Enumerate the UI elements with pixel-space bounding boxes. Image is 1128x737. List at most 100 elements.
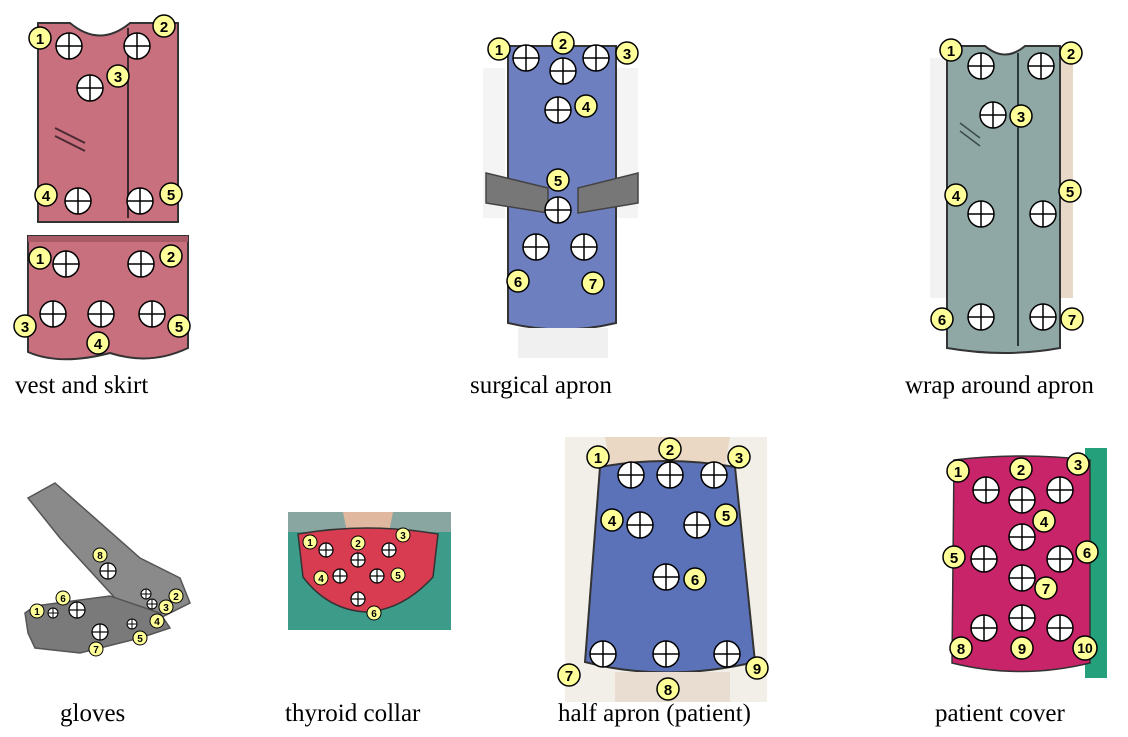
crosshair-icon — [1028, 53, 1054, 79]
crosshair-icon — [333, 569, 347, 583]
number-badge: 5 — [547, 169, 569, 191]
svg-text:4: 4 — [42, 188, 51, 205]
number-badge: 6 — [931, 308, 953, 330]
vest-and-skirt-caption: vest and skirt — [15, 372, 148, 400]
number-badge: 4 — [575, 95, 597, 117]
crosshair-icon — [583, 45, 609, 71]
number-badge: 4 — [945, 184, 967, 206]
number-badge: 2 — [351, 536, 365, 550]
number-badge: 8 — [950, 637, 972, 659]
svg-text:3: 3 — [163, 603, 169, 614]
svg-text:5: 5 — [137, 634, 143, 645]
number-badge: 5 — [1059, 180, 1081, 202]
svg-text:6: 6 — [1083, 545, 1091, 562]
gloves-caption: gloves — [60, 700, 125, 728]
number-badge: 6 — [507, 270, 529, 292]
crosshair-icon — [1009, 524, 1035, 550]
svg-text:2: 2 — [173, 592, 179, 603]
crosshair-icon — [147, 599, 157, 609]
svg-text:3: 3 — [400, 531, 406, 542]
number-badge: 3 — [728, 446, 750, 468]
crosshair-icon — [88, 301, 114, 327]
svg-text:6: 6 — [938, 312, 946, 329]
crosshair-icon — [124, 33, 150, 59]
number-badge: 1 — [29, 247, 51, 269]
number-badge: 7 — [558, 664, 580, 686]
svg-text:4: 4 — [608, 513, 617, 530]
number-badge: 3 — [1010, 105, 1032, 127]
crosshair-icon — [370, 569, 384, 583]
svg-text:1: 1 — [34, 607, 40, 618]
crosshair-icon — [128, 251, 154, 277]
crosshair-icon — [351, 553, 365, 567]
crosshair-icon — [139, 301, 165, 327]
crosshair-icon — [1047, 546, 1073, 572]
svg-text:3: 3 — [623, 46, 631, 63]
crosshair-icon — [590, 641, 616, 667]
number-badge: 4 — [150, 614, 164, 628]
number-badge: 10 — [1073, 636, 1097, 660]
thyroid-collar-caption: thyroid collar — [285, 700, 420, 728]
number-badge: 2 — [552, 32, 574, 54]
surgical-apron-caption: surgical apron — [470, 372, 612, 400]
number-badge: 4 — [35, 184, 57, 206]
crosshair-icon — [971, 546, 997, 572]
crosshair-icon — [141, 589, 151, 599]
svg-text:9: 9 — [753, 661, 761, 678]
svg-text:9: 9 — [1018, 641, 1026, 658]
number-badge: 4 — [601, 509, 623, 531]
crosshair-icon — [523, 234, 549, 260]
number-badge: 7 — [1061, 308, 1083, 330]
crosshair-icon — [69, 602, 85, 618]
number-badge: 4 — [1033, 510, 1055, 532]
number-badge: 6 — [56, 591, 70, 605]
svg-text:4: 4 — [1040, 514, 1049, 531]
vest-and-skirt-figure: 1 2 3 4 5 1 2 3 4 5 — [10, 8, 195, 368]
surgical-apron-illustration: 1 2 3 4 5 6 7 — [478, 28, 648, 358]
svg-text:1: 1 — [947, 43, 955, 60]
number-badge: 7 — [582, 272, 604, 294]
crosshair-icon — [127, 619, 137, 629]
svg-text:5: 5 — [950, 550, 958, 567]
number-badge: 1 — [303, 535, 317, 549]
number-badge: 1 — [940, 39, 962, 61]
crosshair-icon — [56, 33, 82, 59]
svg-text:7: 7 — [1042, 581, 1050, 598]
number-badge: 3 — [14, 315, 36, 337]
svg-text:5: 5 — [175, 319, 183, 336]
number-badge: 2 — [659, 438, 681, 460]
number-badge: 2 — [160, 245, 182, 267]
number-badge: 3 — [107, 65, 129, 87]
svg-text:8: 8 — [97, 551, 103, 562]
gloves-figure: 1 2 3 4 5 6 7 8 — [20, 478, 210, 658]
svg-text:1: 1 — [36, 31, 44, 48]
crosshair-icon — [627, 512, 653, 538]
svg-text:6: 6 — [60, 594, 66, 605]
svg-text:5: 5 — [722, 508, 730, 525]
svg-text:5: 5 — [554, 173, 562, 190]
number-badge: 1 — [29, 27, 51, 49]
number-badge: 8 — [93, 548, 107, 562]
number-badge: 4 — [87, 332, 109, 354]
vest-and-skirt-illustration: 1 2 3 4 5 1 2 3 4 5 — [10, 8, 195, 368]
gloves-illustration: 1 2 3 4 5 6 7 8 — [20, 478, 210, 658]
svg-text:2: 2 — [160, 19, 168, 36]
number-badge: 6 — [1076, 541, 1098, 563]
svg-text:4: 4 — [318, 574, 324, 585]
crosshair-icon — [53, 251, 79, 277]
svg-text:2: 2 — [1067, 46, 1075, 63]
crosshair-icon — [1030, 201, 1056, 227]
number-badge: 5 — [160, 183, 182, 205]
number-badge: 6 — [684, 568, 706, 590]
svg-text:3: 3 — [1017, 109, 1025, 126]
thyroid-collar-figure: 1 2 3 4 5 6 — [288, 512, 451, 630]
crosshair-icon — [1047, 477, 1073, 503]
svg-text:6: 6 — [691, 572, 699, 589]
crosshair-icon — [1009, 487, 1035, 513]
svg-text:1: 1 — [495, 42, 503, 59]
patient-cover-caption: patient cover — [935, 700, 1065, 728]
svg-text:4: 4 — [94, 336, 103, 353]
svg-text:4: 4 — [154, 617, 160, 628]
number-badge: 1 — [488, 38, 510, 60]
crosshair-icon — [973, 477, 999, 503]
